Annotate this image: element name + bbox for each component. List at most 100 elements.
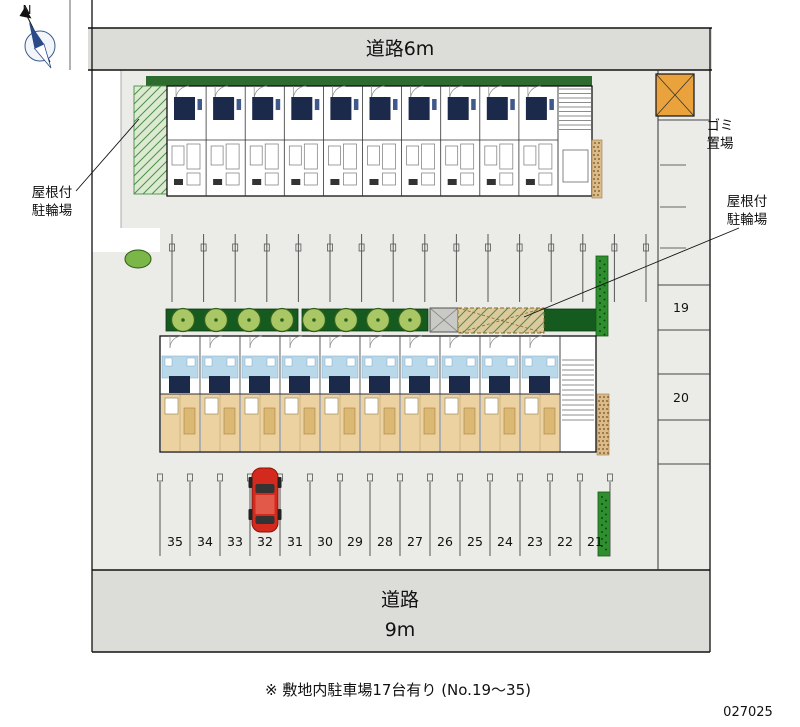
wheel-stop [200,243,207,252]
gravel-dot [602,416,604,418]
hatch-line [133,85,162,114]
gravel-dot [593,146,595,148]
fixture [538,172,553,186]
gravel-dot [593,178,595,180]
fixture [263,407,276,435]
hedge-speckle [599,295,601,297]
bike-shed-label-right: 屋根付 駐輪場 [523,194,768,318]
hedge-speckle [603,333,606,336]
unit-closet [314,99,320,110]
wheel-stop [390,243,397,252]
unit-dark-room [252,97,274,120]
hatch-line [542,331,545,334]
gravel-dot [594,190,596,192]
hedge-speckle [603,298,606,301]
fixture [406,145,419,166]
car-rear-window [255,516,275,524]
parking-space-number: 28 [377,534,393,549]
fixture [524,357,533,367]
unit-closet [236,99,242,110]
hedge-speckle [599,260,601,262]
parking-space-number: 27 [407,534,423,549]
fixture [524,397,539,415]
fixture-dark [447,179,457,185]
wheel-stop [427,473,433,482]
fixture [421,143,435,170]
fixture [164,397,179,415]
wheel-stop [295,243,302,252]
wheel-stop [457,473,463,482]
parking-space-number: 21 [587,534,603,549]
gravel-dot [606,424,608,426]
compass-north-label: N [23,3,32,17]
tree-center [376,318,380,322]
hatch-line [492,307,519,334]
fixture [210,145,224,166]
parking-space-number: 19 [673,300,689,315]
left-entrance [92,228,160,252]
parking-space-number: 22 [557,534,573,549]
gravel-dot [599,412,601,414]
gravel-dot [607,396,609,398]
parking-space-number: 25 [467,534,483,549]
bike-shed-middle [457,307,545,334]
gravel-dot [594,142,596,144]
fixture [506,357,516,367]
gravel-dot [602,440,604,442]
planter-1 [165,308,299,332]
bike-shed-label-text: 駐輪場 [727,211,768,228]
hatch-line [512,307,539,334]
hedge-speckle [605,499,607,502]
garbage-area: ゴミ 置場 [655,73,734,152]
fixture [421,172,435,186]
wheel-stop [548,243,555,252]
trees [170,307,423,333]
compass-needle-light [33,43,52,69]
left-walkway [92,70,121,228]
gravel-dot [607,404,609,406]
gravel-dot [606,400,608,402]
wheel-stop [367,473,373,482]
bike-shed-middle-hatch [457,307,545,334]
unit-dark-room [529,376,550,393]
fixture [343,172,357,186]
fixture [538,143,553,170]
gravel-dot [598,158,600,160]
gravel-dot [606,440,608,442]
hatch-line [133,142,168,177]
gravel-dot [598,166,600,168]
hedge-speckle [599,323,601,325]
gravel-dot [594,182,596,184]
hatch-line [133,115,168,150]
gravel-strip-top [591,139,603,199]
unit-dark-room [447,97,469,120]
parking-space-number: 31 [287,534,303,549]
parking-space-number: 24 [497,534,513,549]
planting-strip [165,255,611,557]
gravel-dot [598,448,600,450]
bottom-building-units [160,335,594,452]
hedge-speckle [599,274,601,276]
wheel-stop [577,473,583,482]
unit-closet [432,99,437,110]
unit-dark-room [329,376,350,393]
fixture [543,407,556,435]
fixture [426,357,436,367]
unit-dark-room [369,376,390,393]
unit-dark-room [209,376,230,393]
gravel-dot [598,408,600,410]
hedge-speckle [605,506,607,509]
hatch-line [133,85,153,105]
fixture-dark [486,179,496,185]
fixture [484,145,498,166]
fixture [484,397,499,415]
gravel-dot [606,432,608,434]
hedge-speckle [603,270,606,273]
hatch-line [133,85,144,96]
gravel-dot [597,178,599,180]
hedge-speckle [603,319,606,322]
compass: N [19,3,56,69]
red-car [248,467,282,533]
road-bottom-surface [92,570,710,652]
hedge-right [595,255,609,337]
